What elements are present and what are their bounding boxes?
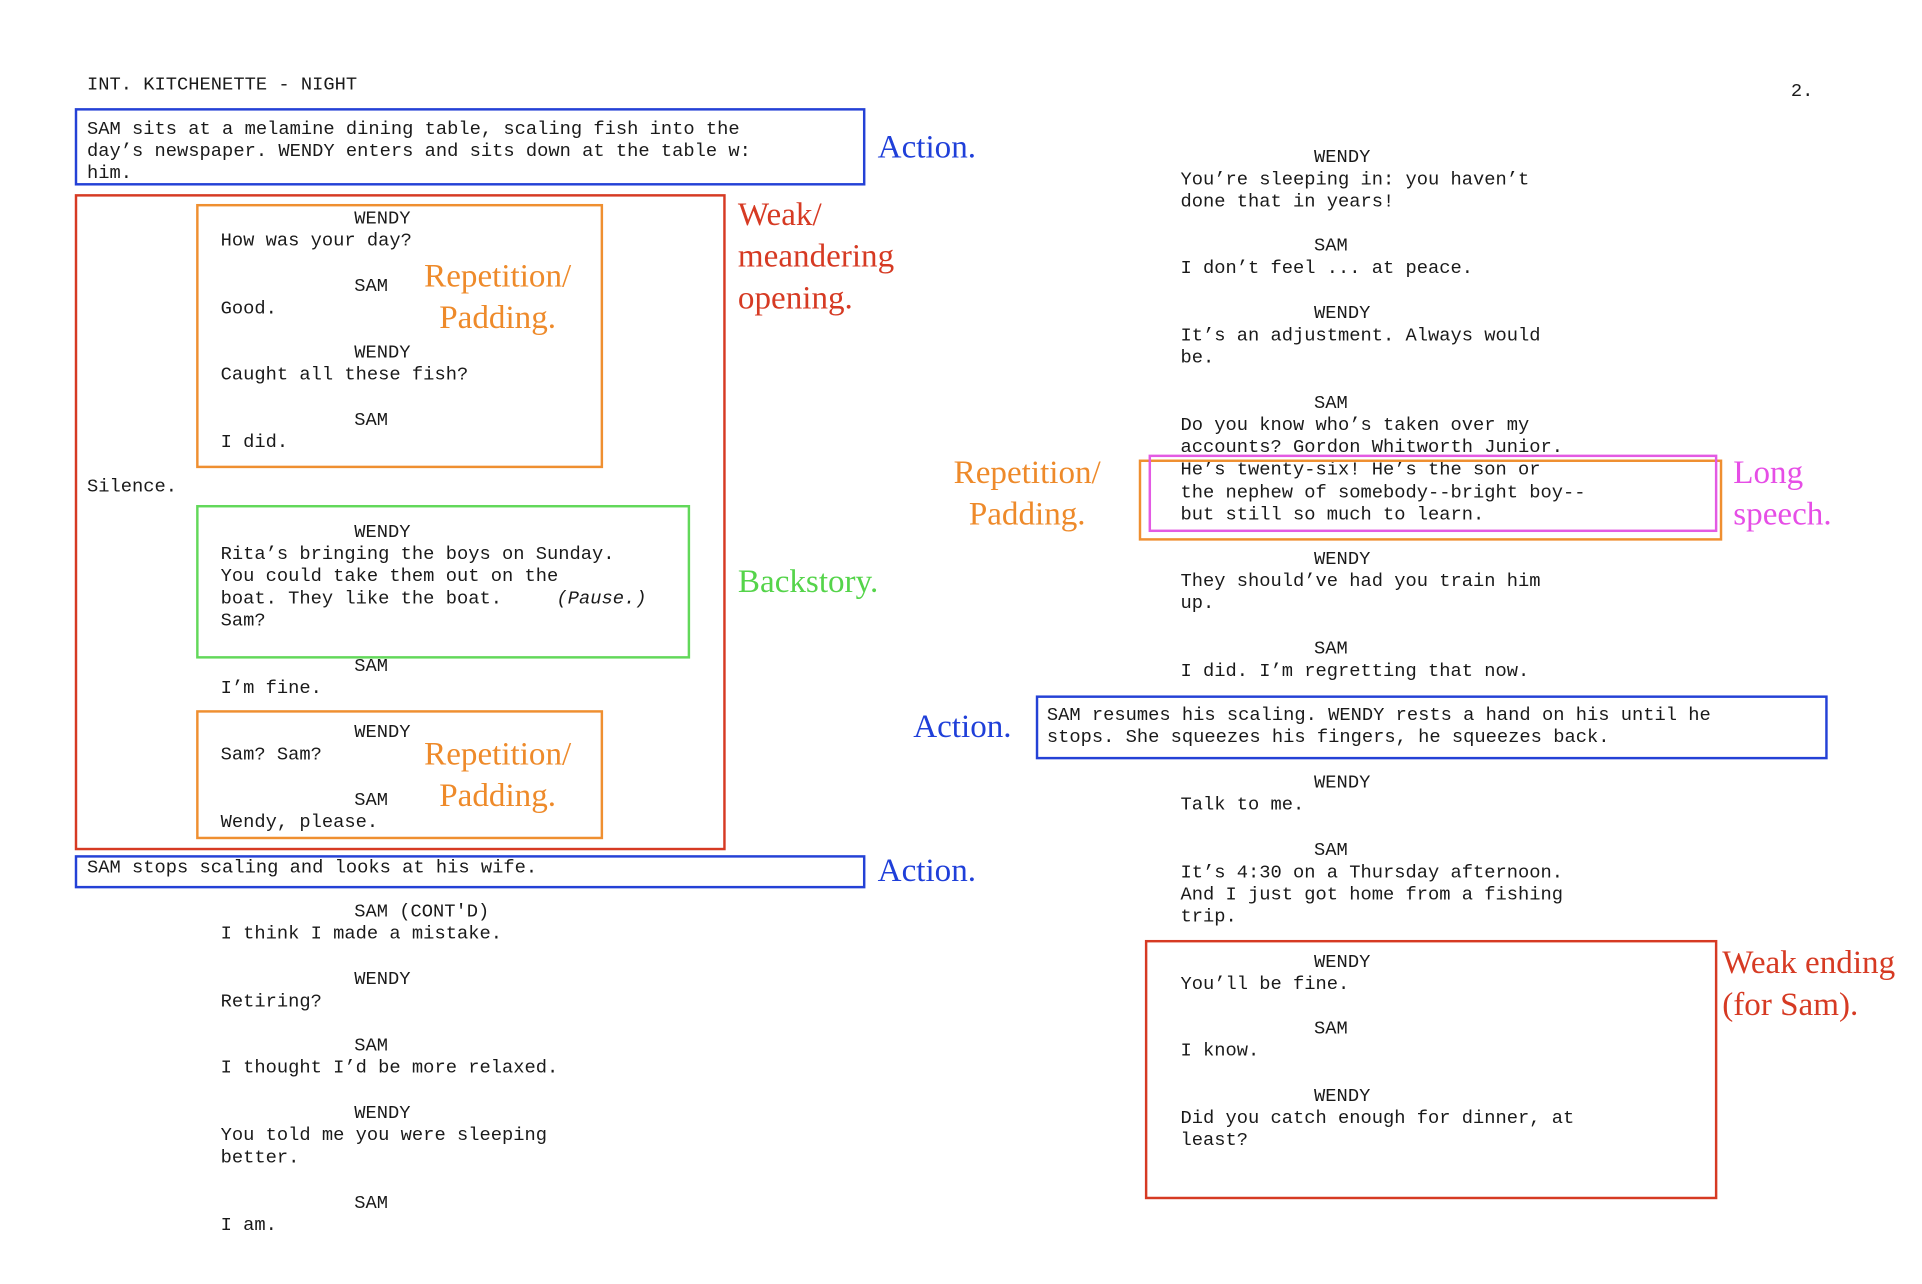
character-cue: SAM (CONT'D): [354, 900, 490, 923]
dialogue: Do you know who’s taken over my accounts…: [1180, 414, 1586, 526]
dialogue: I’m fine.: [220, 677, 322, 700]
action-line: SAM resumes his scaling. WENDY rests a h…: [1046, 704, 1711, 749]
weak-ending-box: [1144, 939, 1718, 1200]
repetition-annotation: Repetition/ Padding.: [424, 734, 572, 814]
backstory-box: [196, 504, 691, 659]
character-cue: WENDY: [1314, 302, 1371, 325]
dialogue: Wendy, please.: [220, 810, 379, 834]
dialogue: They should’ve had you train him up.: [1180, 570, 1541, 615]
character-cue: WENDY: [1314, 771, 1371, 794]
character-cue: SAM: [354, 654, 389, 678]
action-highlight-box: [74, 108, 866, 186]
character-cue: SAM: [1314, 234, 1348, 257]
long-speech-box: [1148, 454, 1718, 533]
character-cue: WENDY: [354, 1102, 411, 1125]
character-cue: WENDY: [1314, 1084, 1371, 1108]
backstory-annotation: Backstory.: [737, 562, 879, 600]
character-cue: SAM: [354, 788, 389, 811]
action-annotation: Action.: [877, 127, 977, 165]
action-annotation: Action.: [913, 707, 1012, 745]
character-cue: WENDY: [1314, 951, 1371, 974]
dialogue: You’re sleeping in: you haven’t done tha…: [1180, 168, 1530, 213]
dialogue: Rita’s bringing the boys on Sunday. You …: [220, 543, 615, 610]
dialogue: I did.: [220, 431, 289, 454]
repetition-box: [1138, 459, 1723, 541]
repetition-box: [196, 710, 604, 840]
repetition-annotation: Repetition/ Padding.: [953, 453, 1101, 533]
dialogue: I know.: [1180, 1039, 1260, 1062]
dialogue: Caught all these fish?: [220, 363, 469, 386]
character-cue: SAM: [1314, 1017, 1348, 1040]
character-cue: SAM: [354, 275, 389, 298]
slug-line: INT. KITCHENETTE - NIGHT: [87, 73, 358, 96]
character-cue: WENDY: [354, 520, 411, 544]
dialogue: Did you catch enough for dinner, at leas…: [1180, 1107, 1575, 1152]
dialogue: You’ll be fine.: [1180, 973, 1350, 996]
character-cue: WENDY: [1314, 146, 1371, 169]
action-highlight-box: [74, 855, 866, 889]
character-cue: WENDY: [354, 207, 411, 230]
character-cue: SAM: [354, 409, 389, 432]
weak-opening-annotation: Weak/ meandering opening.: [737, 195, 895, 316]
action-highlight-box: [1035, 695, 1828, 760]
character-cue: SAM: [1314, 637, 1348, 660]
action-line: SAM stops scaling and looks at his wife.: [87, 856, 538, 879]
weak-ending-annotation: Weak ending (for Sam).: [1722, 943, 1896, 1023]
parenthetical-text: (Pause.): [556, 587, 647, 610]
dialogue: Retiring?: [220, 990, 322, 1013]
character-cue: WENDY: [1314, 548, 1371, 571]
page-number: 2.: [1790, 79, 1814, 102]
dialogue: I am.: [220, 1213, 277, 1237]
dialogue: It’s an adjustment. Always would be.: [1180, 324, 1541, 369]
action-line: Silence.: [87, 475, 178, 498]
dialogue: I thought I’d be more relaxed.: [220, 1056, 559, 1079]
character-cue: SAM: [1314, 391, 1348, 415]
dialogue: Good.: [220, 297, 277, 320]
character-cue: WENDY: [354, 341, 411, 364]
dialogue: I don’t feel ... at peace.: [1180, 256, 1474, 279]
repetition-box: [196, 203, 604, 469]
dialogue: I did. I’m regretting that now.: [1180, 659, 1530, 682]
character-cue: WENDY: [354, 968, 411, 991]
action-line: SAM sits at a melamine dining table, sca…: [87, 117, 751, 185]
dialogue: You told me you were sleeping better.: [220, 1124, 547, 1169]
repetition-annotation: Repetition/ Padding.: [424, 256, 572, 336]
dialogue: How was your day?: [220, 229, 412, 252]
character-cue: WENDY: [354, 721, 411, 744]
dialogue: Sam? Sam?: [220, 743, 322, 766]
dialogue: It’s 4:30 on a Thursday afternoon. And I…: [1180, 861, 1564, 929]
parenthetical: (Pause.): [557, 587, 647, 609]
weak-opening-box: [74, 194, 726, 851]
dialogue: Sam?: [220, 609, 266, 632]
character-cue: SAM: [354, 1034, 389, 1057]
character-cue: SAM: [1314, 839, 1348, 862]
dialogue: I think I made a mistake.: [220, 922, 502, 945]
action-annotation: Action.: [877, 851, 977, 889]
character-cue: SAM: [354, 1191, 389, 1214]
dialogue: Talk to me.: [1180, 793, 1305, 816]
long-speech-annotation: Long speech.: [1733, 453, 1832, 533]
